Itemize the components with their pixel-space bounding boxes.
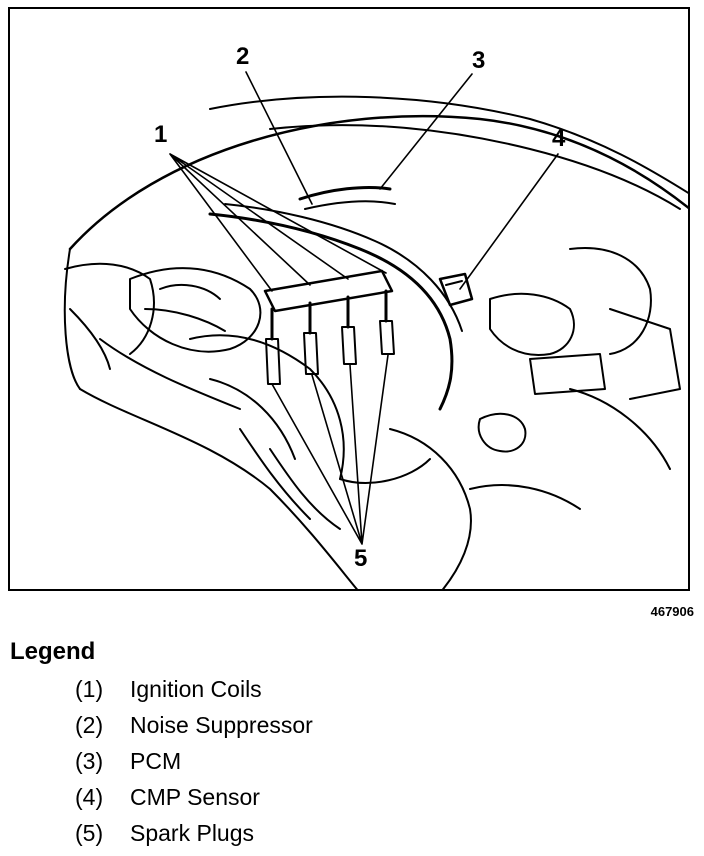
legend-item: (2) Noise Suppressor	[75, 712, 313, 748]
legend-item-number: (2)	[75, 712, 104, 738]
legend-item: (3) PCM	[75, 748, 313, 784]
legend-item-label: CMP Sensor	[130, 784, 260, 810]
callout-3: 3	[472, 47, 486, 74]
callout-2: 2	[236, 43, 250, 70]
legend-item-number: (3)	[75, 748, 104, 774]
figure-id: 467906	[650, 604, 694, 619]
engine-diagram: 1 2 3 4 5	[8, 7, 690, 591]
legend-item: (5) Spark Plugs	[75, 820, 313, 856]
legend-item: (4) CMP Sensor	[75, 784, 313, 820]
legend-title: Legend	[10, 638, 96, 665]
legend-item-label: Spark Plugs	[130, 820, 255, 846]
engine-illustration	[63, 71, 688, 589]
legend-item-label: PCM	[130, 748, 182, 774]
legend-item-number: (4)	[75, 784, 104, 810]
legend-item-label: Noise Suppressor	[130, 712, 313, 738]
legend-item-number: (1)	[75, 676, 104, 702]
legend-item-number: (5)	[75, 820, 104, 846]
legend-item-label: Ignition Coils	[130, 676, 262, 702]
callout-5: 5	[354, 545, 368, 572]
callout-4: 4	[552, 125, 566, 152]
callout-1: 1	[154, 121, 168, 148]
legend-list: (1) Ignition Coils (2) Noise Suppressor …	[75, 676, 313, 856]
legend-item: (1) Ignition Coils	[75, 676, 313, 712]
